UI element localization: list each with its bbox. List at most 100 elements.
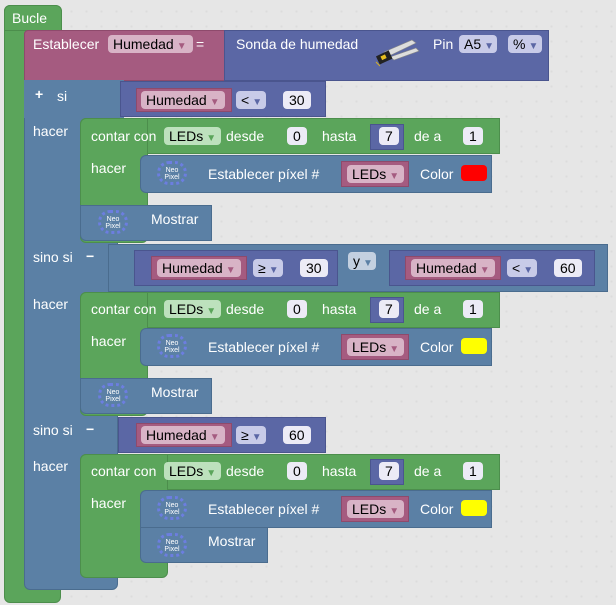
operator-value: < [241, 92, 250, 108]
pixel-var-value: LEDs [352, 339, 387, 355]
set-variable-value: Humedad [113, 36, 174, 52]
dropdown-arrow-icon: ▼ [251, 432, 262, 443]
dropdown-arrow-icon: ▼ [484, 41, 495, 52]
sensor-label: Sonda de humedad [236, 36, 359, 52]
set-pixel-block-3[interactable] [140, 490, 492, 528]
from-input[interactable]: 0 [287, 300, 307, 318]
set-variable-dropdown[interactable]: Humedad▼ [108, 35, 193, 53]
loop-var-dropdown[interactable]: LEDs▼ [164, 127, 221, 145]
dropdown-arrow-icon: ▼ [209, 97, 220, 108]
variable-dropdown[interactable]: Humedad▼ [141, 426, 225, 444]
show-label: Mostrar [151, 384, 199, 400]
set-pixel-label: Establecer píxel # [208, 501, 320, 517]
operator-value: ≥ [258, 260, 266, 276]
mutator-plus-icon[interactable]: + [35, 86, 44, 102]
from-input[interactable]: 0 [287, 127, 307, 145]
color-label: Color [420, 501, 454, 517]
number-input[interactable]: 60 [283, 426, 311, 444]
for-label: contar con [91, 301, 157, 317]
do-label-2: hacer [33, 296, 69, 312]
variable-value: Humedad [146, 427, 207, 443]
from-input[interactable]: 0 [287, 462, 307, 480]
pixel-var-value: LEDs [352, 501, 387, 517]
color-swatch[interactable] [461, 165, 487, 181]
dropdown-arrow-icon: ▼ [206, 468, 217, 479]
to-input[interactable]: 7 [379, 127, 399, 145]
loop-var-dropdown[interactable]: LEDs▼ [164, 300, 221, 318]
loop-var-value: LEDs [169, 128, 204, 144]
dropdown-arrow-icon: ▼ [209, 432, 220, 443]
variable-dropdown[interactable]: Humedad▼ [411, 259, 495, 277]
dropdown-arrow-icon: ▼ [176, 41, 187, 52]
pixel-var-dropdown[interactable]: LEDs▼ [347, 165, 404, 183]
loop-label: Bucle [12, 10, 48, 26]
step-input[interactable]: 1 [463, 300, 483, 318]
operator-value: ≥ [241, 427, 249, 443]
dropdown-arrow-icon: ▼ [206, 133, 217, 144]
dropdown-arrow-icon: ▼ [268, 265, 279, 276]
unit-value: % [513, 36, 526, 52]
do-label-3: hacer [33, 458, 69, 474]
dropdown-arrow-icon: ▼ [206, 306, 217, 317]
to-input[interactable]: 7 [379, 300, 399, 318]
for-do-label: hacer [91, 333, 127, 349]
for-label: contar con [91, 128, 157, 144]
dropdown-arrow-icon: ▼ [389, 171, 400, 182]
set-pixel-block-1[interactable] [140, 155, 492, 193]
pixel-var-value: LEDs [352, 166, 387, 182]
do-label-1: hacer [33, 123, 69, 139]
step-input[interactable]: 1 [463, 462, 483, 480]
pin-label: Pin [433, 36, 454, 52]
variable-value: Humedad [416, 260, 477, 276]
set-label: Establecer [33, 36, 100, 52]
dropdown-arrow-icon: ▼ [389, 506, 400, 517]
from-label: desde [226, 301, 265, 317]
logic-dropdown[interactable]: y▼ [348, 252, 376, 270]
pixel-var-dropdown[interactable]: LEDs▼ [347, 338, 404, 356]
operator-dropdown[interactable]: <▼ [236, 91, 266, 109]
for-do-label: hacer [91, 160, 127, 176]
pin-dropdown[interactable]: A5▼ [459, 35, 497, 53]
to-label: hasta [322, 128, 357, 144]
color-label: Color [420, 166, 454, 182]
dropdown-arrow-icon: ▼ [528, 41, 539, 52]
mutator-minus-icon[interactable]: − [86, 248, 95, 264]
dropdown-arrow-icon: ▼ [479, 265, 490, 276]
loop-var-value: LEDs [169, 301, 204, 317]
operator-dropdown[interactable]: ≥▼ [236, 426, 266, 444]
loop-var-dropdown[interactable]: LEDs▼ [164, 462, 221, 480]
number-input[interactable]: 60 [554, 259, 582, 277]
operator-value: < [512, 260, 521, 276]
set-pixel-block-2[interactable] [140, 328, 492, 366]
for-label: contar con [91, 463, 157, 479]
unit-dropdown[interactable]: %▼ [508, 35, 542, 53]
pixel-var-dropdown[interactable]: LEDs▼ [347, 500, 404, 518]
to-input[interactable]: 7 [379, 462, 399, 480]
variable-dropdown[interactable]: Humedad▼ [157, 259, 241, 277]
number-input[interactable]: 30 [283, 91, 311, 109]
set-pixel-label: Establecer píxel # [208, 166, 320, 182]
color-swatch[interactable] [461, 338, 487, 354]
pin-value: A5 [464, 36, 482, 52]
color-swatch[interactable] [461, 500, 487, 516]
variable-dropdown[interactable]: Humedad▼ [141, 91, 225, 109]
equals-sign: = [196, 36, 205, 52]
mutator-minus-icon[interactable]: − [86, 421, 95, 437]
show-label: Mostrar [151, 211, 199, 227]
elseif-label-1: sino si [33, 249, 73, 265]
step-input[interactable]: 1 [463, 127, 483, 145]
dropdown-arrow-icon: ▼ [225, 265, 236, 276]
operator-dropdown[interactable]: <▼ [507, 259, 537, 277]
for-do-label: hacer [91, 495, 127, 511]
operator-dropdown[interactable]: ≥▼ [253, 259, 283, 277]
show-label: Mostrar [208, 533, 256, 549]
if-block-row1[interactable] [24, 80, 124, 118]
number-input[interactable]: 30 [300, 259, 328, 277]
soil-moisture-sensor-icon [372, 38, 422, 68]
elseif-label-2: sino si [33, 422, 73, 438]
loop-var-value: LEDs [169, 463, 204, 479]
